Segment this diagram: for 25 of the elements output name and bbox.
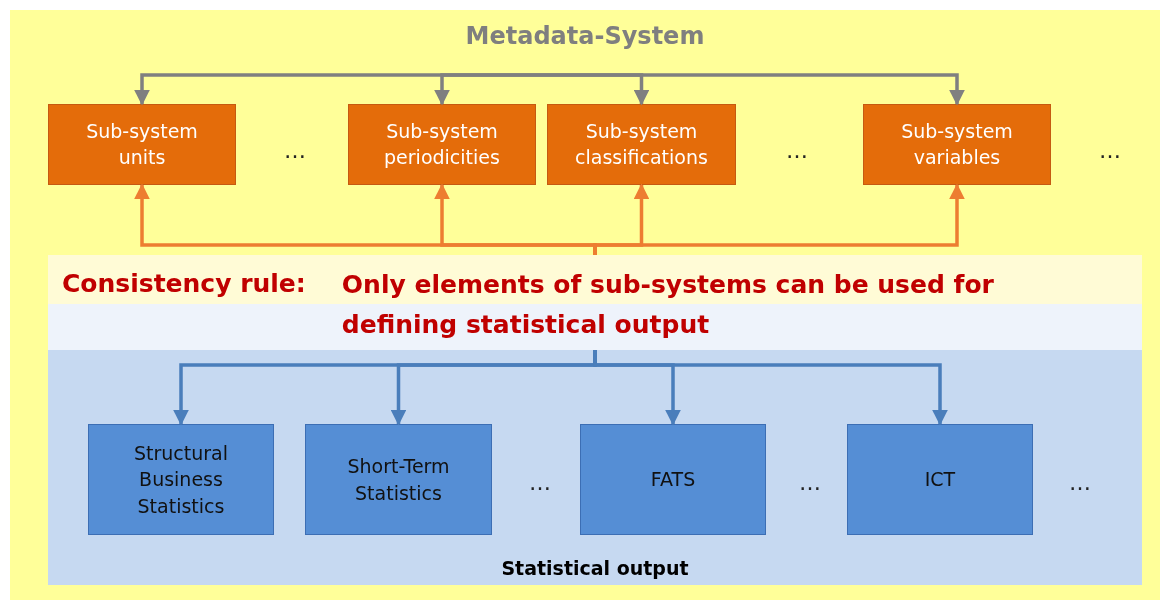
ellipsis: …: [284, 137, 306, 163]
connector-arrow: [434, 73, 595, 106]
rule-label: Consistency rule:: [62, 268, 306, 300]
ellipsis: …: [529, 469, 551, 495]
system-panel: [10, 10, 1160, 600]
output-panel: [48, 350, 1142, 585]
connector-arrow: [595, 73, 965, 106]
subsystem-box: Sub-system periodicities: [348, 104, 536, 185]
ellipsis: …: [1099, 137, 1121, 163]
output-box: Structural Business Statistics: [88, 424, 274, 535]
ellipsis: …: [786, 137, 808, 163]
output-box: ICT: [847, 424, 1033, 535]
panel-title: Metadata-System: [464, 22, 706, 50]
output-box: Short-Term Statistics: [305, 424, 492, 535]
rule-band: [48, 255, 1142, 350]
ellipsis: …: [1069, 469, 1091, 495]
subsystem-box: Sub-system units: [48, 104, 236, 185]
ellipsis: …: [799, 469, 821, 495]
panel-title: Statistical output: [500, 557, 690, 579]
subsystem-box: Sub-system classifications: [547, 104, 736, 185]
output-box: FATS: [580, 424, 766, 535]
connector-arrow: [593, 183, 965, 255]
subsystem-box: Sub-system variables: [863, 104, 1051, 185]
rule-text: Only elements of sub-systems can be used for defining statistical output: [341, 269, 995, 341]
connector-arrow: [593, 350, 948, 426]
